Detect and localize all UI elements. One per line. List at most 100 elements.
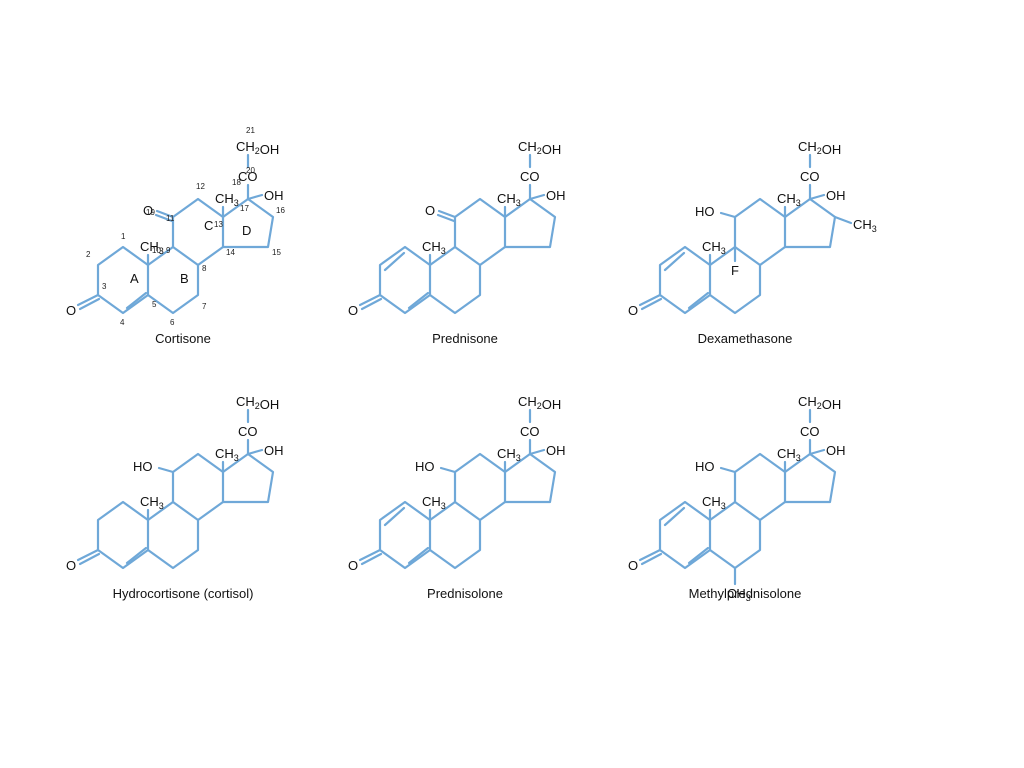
c11-hydroxy-label: HO	[133, 459, 153, 474]
c3-oxo-label: O	[66, 558, 76, 573]
ring-a	[96, 245, 150, 315]
c16-methyl-bond	[833, 215, 853, 225]
c3-oxo-bond	[358, 548, 382, 562]
atom-number-11: 11	[166, 214, 175, 223]
c4-c5-double-bond	[407, 291, 430, 310]
ring-c	[733, 197, 787, 267]
c18-methyl-label: CH3	[215, 446, 239, 463]
c21-hydroxymethyl-label: CH2OH	[798, 139, 841, 157]
atom-number-18: 18	[232, 178, 241, 187]
c11-hydroxy-label: HO	[695, 459, 715, 474]
atom-number-1: 1	[121, 232, 126, 241]
c17-oh-bond	[808, 448, 826, 456]
ring-b	[708, 245, 762, 315]
ring-a	[378, 500, 432, 570]
atom-number-9: 9	[166, 246, 171, 255]
ring-b	[146, 245, 200, 315]
c17-oh-label: OH	[826, 188, 846, 203]
c19-methyl-label: CH3	[702, 239, 726, 256]
c4-c5-double-bond	[125, 546, 148, 565]
ring-a	[658, 500, 712, 570]
c17-oh-label: OH	[264, 188, 284, 203]
ring-b	[428, 245, 482, 315]
c21-hydroxymethyl-label: CH2OH	[236, 394, 279, 412]
c17-oh-bond	[528, 193, 546, 201]
c20-carbonyl-label: CO	[520, 169, 540, 184]
c20-carbonyl-label: CO	[800, 424, 820, 439]
atom-number-8: 8	[202, 264, 207, 273]
atom-number-20: 20	[246, 166, 255, 175]
c20-carbonyl-label: CO	[238, 169, 258, 184]
c19-methyl-label: CH3	[140, 239, 164, 256]
c6-methyl-label: CH3	[727, 586, 751, 603]
ring-a	[378, 245, 432, 315]
atom-number-13: 13	[214, 220, 223, 229]
c21-hydroxymethyl-label: CH2OH	[518, 139, 561, 157]
c3-oxo-bond	[640, 552, 663, 566]
ring-d	[783, 452, 837, 504]
molecule-name: Methylprednisolone	[689, 586, 802, 601]
ring-b	[428, 500, 482, 570]
ring-d	[503, 197, 557, 249]
atom-number-17: 17	[240, 204, 249, 213]
ring-label-d: D	[242, 223, 251, 238]
c11-oxo-bond	[155, 209, 175, 219]
c4-c5-double-bond	[687, 291, 710, 310]
atom-number-7: 7	[202, 302, 207, 311]
ring-label-a: A	[130, 271, 139, 286]
c1-c2-double-bond	[383, 251, 406, 272]
c19-methyl-label: CH3	[702, 494, 726, 511]
c3-oxo-label: O	[348, 558, 358, 573]
atom-number-21: 21	[246, 126, 255, 135]
c17-oh-label: OH	[546, 443, 566, 458]
ring-c	[171, 452, 225, 522]
ring-label-c: C	[204, 218, 213, 233]
c11-oxo-bond	[437, 209, 457, 219]
c3-oxo-bond	[76, 293, 100, 307]
c11-hydroxy-bond	[157, 466, 175, 474]
molecule-name: Hydrocortisone (cortisol)	[113, 586, 254, 601]
atom-number-2: 2	[86, 250, 91, 259]
atom-number-16: 16	[276, 206, 285, 215]
atom-number-14: 14	[226, 248, 235, 257]
c20-carbonyl-label: CO	[238, 424, 258, 439]
ring-label-b: B	[180, 271, 189, 286]
c3-oxo-label: O	[628, 303, 638, 318]
c17-oh-label: OH	[546, 188, 566, 203]
c3-oxo-bond	[638, 293, 662, 307]
atom-number-15: 15	[272, 248, 281, 257]
c18-methyl-label: CH3	[497, 191, 521, 208]
c1-c2-double-bond	[383, 506, 406, 527]
ring-a	[96, 500, 150, 570]
c17-oh-label: OH	[264, 443, 284, 458]
c11-hydroxy-label: HO	[415, 459, 435, 474]
ring-a	[658, 245, 712, 315]
c3-oxo-bond	[76, 548, 100, 562]
c11-hydroxy-bond	[719, 466, 737, 474]
c17-oh-bond	[808, 193, 826, 201]
ring-c	[453, 452, 507, 522]
atom-number-3: 3	[102, 282, 107, 291]
c18-methyl-label: CH3	[497, 446, 521, 463]
ring-c	[453, 197, 507, 267]
c21-hydroxymethyl-label: CH2OH	[236, 139, 279, 157]
molecule-name: Prednisone	[432, 331, 498, 346]
c4-c5-double-bond	[687, 546, 710, 565]
c3-oxo-label: O	[66, 303, 76, 318]
atom-number-6: 6	[170, 318, 175, 327]
ring-d	[221, 452, 275, 504]
c19-methyl-label: CH3	[140, 494, 164, 511]
molecule-name: Cortisone	[155, 331, 211, 346]
c3-oxo-bond	[360, 552, 383, 566]
ring-b	[146, 500, 200, 570]
c11-oxo-bond	[436, 213, 456, 223]
c19-methyl-label: CH3	[422, 494, 446, 511]
c1-c2-double-bond	[663, 506, 686, 527]
c20-carbonyl-label: CO	[800, 169, 820, 184]
c18-methyl-label: CH3	[777, 446, 801, 463]
